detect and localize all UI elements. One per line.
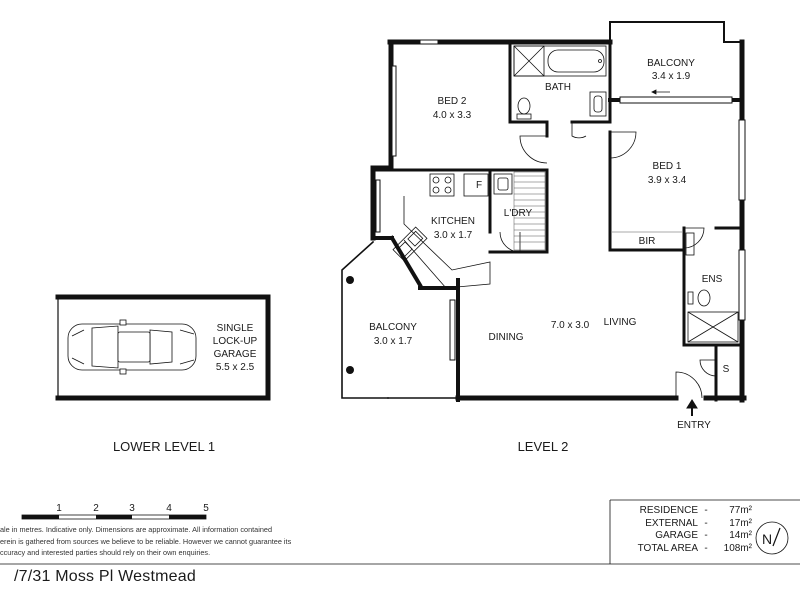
scale-tick-3: 3: [129, 503, 135, 514]
scale-bar: 1 2 3 4 5: [21, 503, 209, 520]
door-swings: [499, 122, 717, 399]
storage-label: S: [723, 364, 730, 375]
living-dims: 7.0 x 3.0: [551, 320, 590, 331]
windows: [375, 39, 746, 361]
car-icon: [67, 319, 197, 375]
garage-line1: SINGLE: [217, 323, 254, 334]
area-value: 108m²: [723, 542, 752, 554]
bed2-dims: 4.0 x 3.3: [433, 110, 472, 121]
bath-label: BATH: [545, 82, 571, 93]
lower-level-title: LOWER LEVEL 1: [113, 439, 215, 454]
sliding-door-arrow: [651, 89, 670, 95]
ensuite-label: ENS: [702, 274, 723, 285]
disclaimer: ale in metres. Indicative only. Dimensio…: [0, 524, 340, 559]
entry-arrow-icon: [686, 399, 698, 416]
property-address: /7/31 Moss Pl Westmead: [14, 568, 196, 585]
area-row: RESIDENCE - 77m²: [612, 505, 752, 518]
footer-frame: [0, 499, 800, 565]
scale-tick-1: 1: [56, 503, 62, 514]
bed2-name: BED 2: [438, 96, 467, 107]
laundry-hatch: [513, 171, 546, 251]
garage-dims: 5.5 x 2.5: [216, 362, 255, 373]
area-row: EXTERNAL - 17m²: [612, 518, 752, 531]
area-dash: -: [704, 505, 708, 516]
area-label: TOTAL AREA: [637, 542, 698, 554]
area-label: EXTERNAL: [645, 517, 698, 529]
living-label: LIVING: [604, 317, 637, 328]
ensuite-fixtures: [685, 232, 739, 343]
disclaimer-line: ale in metres. Indicative only. Dimensio…: [0, 525, 273, 534]
bed1-name: BED 1: [653, 161, 682, 172]
laundry-label: L'DRY: [504, 208, 533, 219]
garage-line3: GARAGE: [214, 349, 257, 360]
disclaimer-line: erein is gathered from sources we believ…: [0, 536, 292, 546]
fridge-label: F: [476, 180, 482, 191]
bath-fixtures: [513, 45, 607, 120]
area-value: 17m²: [729, 517, 752, 529]
area-value: 77m²: [729, 505, 752, 516]
kitchen-name: KITCHEN: [431, 216, 475, 227]
balcony-left-dims: 3.0 x 1.7: [374, 336, 413, 347]
area-label: RESIDENCE: [639, 505, 698, 516]
level2-title: LEVEL 2: [518, 439, 569, 454]
bed1-dims: 3.9 x 3.4: [648, 175, 687, 186]
svg-text:N: N: [762, 531, 772, 547]
kitchen-fixtures: [392, 173, 513, 289]
bir-label: BIR: [639, 236, 656, 247]
scale-tick-4: 4: [166, 503, 172, 514]
balcony-left-name: BALCONY: [369, 322, 417, 333]
scale-tick-5: 5: [203, 503, 209, 514]
north-arrow-icon: N: [755, 521, 789, 555]
area-dash: -: [704, 542, 708, 554]
garage-line2: LOCK-UP: [213, 336, 258, 347]
balcony-posts: [346, 276, 354, 374]
area-row: GARAGE - 14m²: [612, 530, 752, 543]
balcony-top-dims: 3.4 x 1.9: [652, 71, 691, 82]
entry-label: ENTRY: [677, 420, 711, 431]
area-value: 14m²: [729, 530, 752, 541]
area-row: TOTAL AREA - 108m²: [612, 543, 752, 556]
area-dash: -: [704, 517, 708, 529]
area-dash: -: [704, 530, 708, 541]
garage-walls: [55, 294, 271, 401]
area-summary: RESIDENCE - 77m² EXTERNAL - 17m² GARAGE …: [612, 505, 752, 555]
disclaimer-line: ccuracy and interested parties should re…: [0, 548, 211, 558]
balcony-top-name: BALCONY: [647, 58, 695, 69]
area-label: GARAGE: [655, 530, 698, 541]
dining-label: DINING: [489, 332, 524, 343]
scale-tick-2: 2: [93, 503, 99, 514]
kitchen-dims: 3.0 x 1.7: [434, 230, 473, 241]
